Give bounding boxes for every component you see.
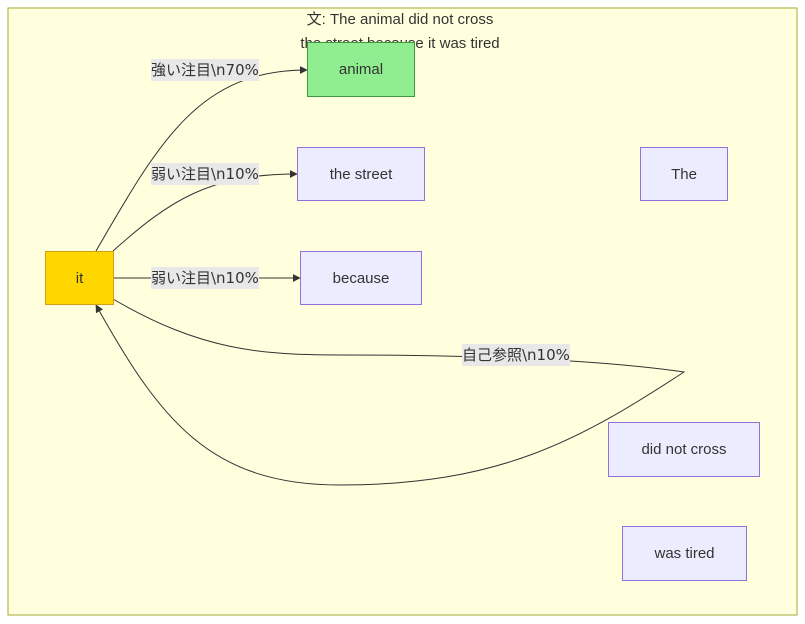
subgraph-container (7, 7, 798, 616)
node-the-street[interactable]: the street (297, 147, 425, 201)
edge-it-self-loop (95, 298, 686, 486)
edge-label-self-reference: 自己参照\n10% (462, 344, 570, 366)
edge-label-weak-attention-street: 弱い注目\n10% (151, 163, 259, 185)
node-it[interactable]: it (45, 251, 114, 305)
node-animal[interactable]: animal (307, 42, 415, 97)
edge-label-weak-attention-because: 弱い注目\n10% (151, 267, 259, 289)
edge-label-strong-attention: 強い注目\n70% (151, 59, 259, 81)
node-did-not-cross[interactable]: did not cross (608, 422, 760, 477)
node-the[interactable]: The (640, 147, 728, 201)
edge-it-the-street (112, 170, 298, 252)
node-was-tired[interactable]: was tired (622, 526, 747, 581)
node-because[interactable]: because (300, 251, 422, 305)
edge-it-animal (95, 66, 308, 252)
